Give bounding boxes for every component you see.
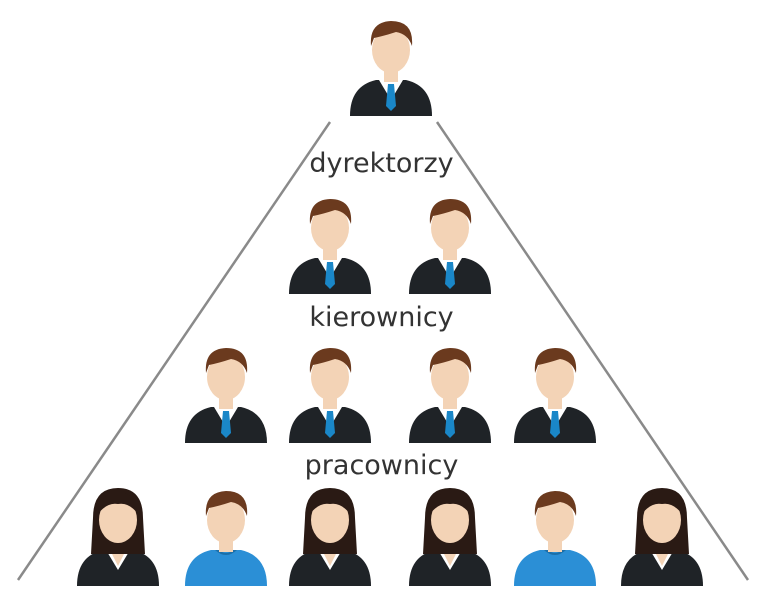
person-icon-man-suit [395,186,505,296]
person-icon-woman-suit [607,478,717,588]
hair-top [309,348,352,373]
person-icon-man-casual [500,478,610,588]
hair-top [429,348,472,373]
person-icon-woman-suit [63,478,173,588]
hair-top [205,348,248,373]
face [536,497,574,543]
person-icon-man-suit [500,335,610,445]
person-icon-woman-suit [275,478,385,588]
tie [445,262,455,289]
tie [325,262,335,289]
face [643,497,681,543]
tie [550,411,560,438]
person-icon-man-suit [275,186,385,296]
person-icon-man-suit [275,335,385,445]
hair-top [534,491,577,516]
row-workers [0,478,763,598]
person-icon-man-suit [171,335,281,445]
hair-top [430,492,470,514]
level-label-directors: dyrektorzy [309,148,454,179]
face [207,497,245,543]
face [372,27,410,73]
hair-top [534,348,577,373]
face [536,354,574,400]
face [431,205,469,251]
face [99,497,137,543]
face [311,205,349,251]
tie [386,84,396,111]
hair-top [429,199,472,224]
person-icon-man-casual [171,478,281,588]
hair-top [370,21,413,46]
level-label-managers: kierownicy [309,302,454,333]
person-icon-man-suit [336,8,446,118]
hair-top [309,199,352,224]
row-managers [0,186,763,306]
face [207,354,245,400]
pyramid-left-edge [16,121,332,581]
torso [185,550,267,586]
hair-top [98,492,138,514]
row-workers-suit [0,335,763,455]
face [311,354,349,400]
person-icon-man-suit [395,335,505,445]
torso [514,550,596,586]
level-label-workers: pracownicy [304,450,459,481]
tie [325,411,335,438]
tie [221,411,231,438]
hair-top [642,492,682,514]
person-icon-woman-suit [395,478,505,588]
hair-top [205,491,248,516]
hair-top [310,492,350,514]
face [311,497,349,543]
tie [445,411,455,438]
face [431,497,469,543]
row-directors [0,8,763,128]
face [431,354,469,400]
pyramid-right-edge [435,121,750,581]
